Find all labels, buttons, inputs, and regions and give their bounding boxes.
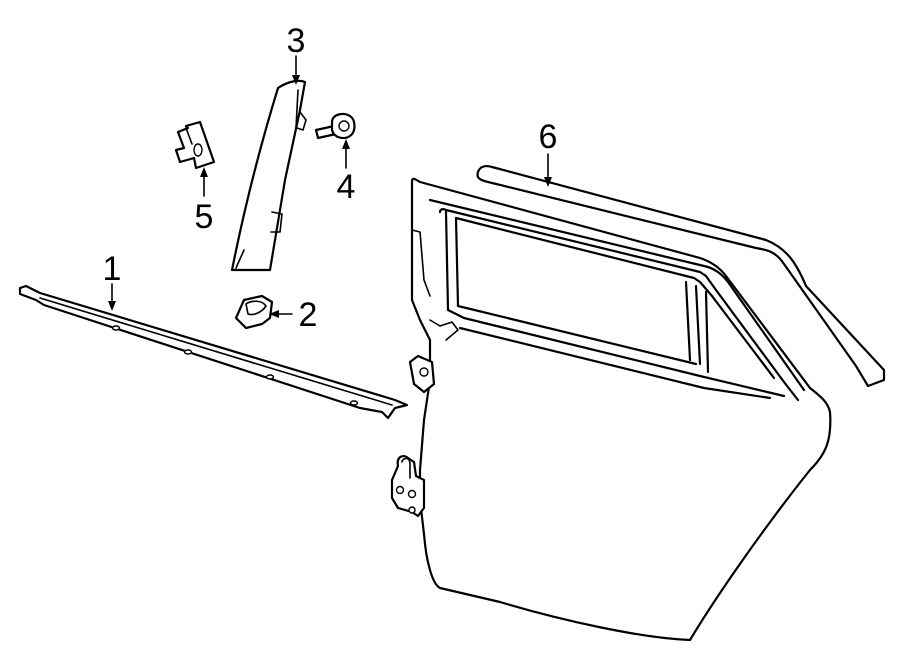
window-channel-part	[476, 164, 886, 388]
callout-2: 2	[299, 296, 318, 334]
callout-labels: 1 2 3 4 5 6	[103, 22, 558, 334]
callout-4: 4	[337, 168, 356, 206]
callout-6: 6	[539, 118, 558, 156]
callout-leaders	[108, 55, 552, 318]
callout-1: 1	[103, 250, 122, 288]
callout-5: 5	[195, 198, 214, 236]
pillar-applique-part	[230, 79, 307, 272]
screw-part	[314, 112, 356, 140]
belt-molding-part	[18, 284, 409, 420]
callout-3: 3	[287, 22, 306, 60]
rear-door	[390, 177, 832, 642]
bracket-part	[174, 120, 216, 170]
clip-part	[234, 294, 274, 330]
